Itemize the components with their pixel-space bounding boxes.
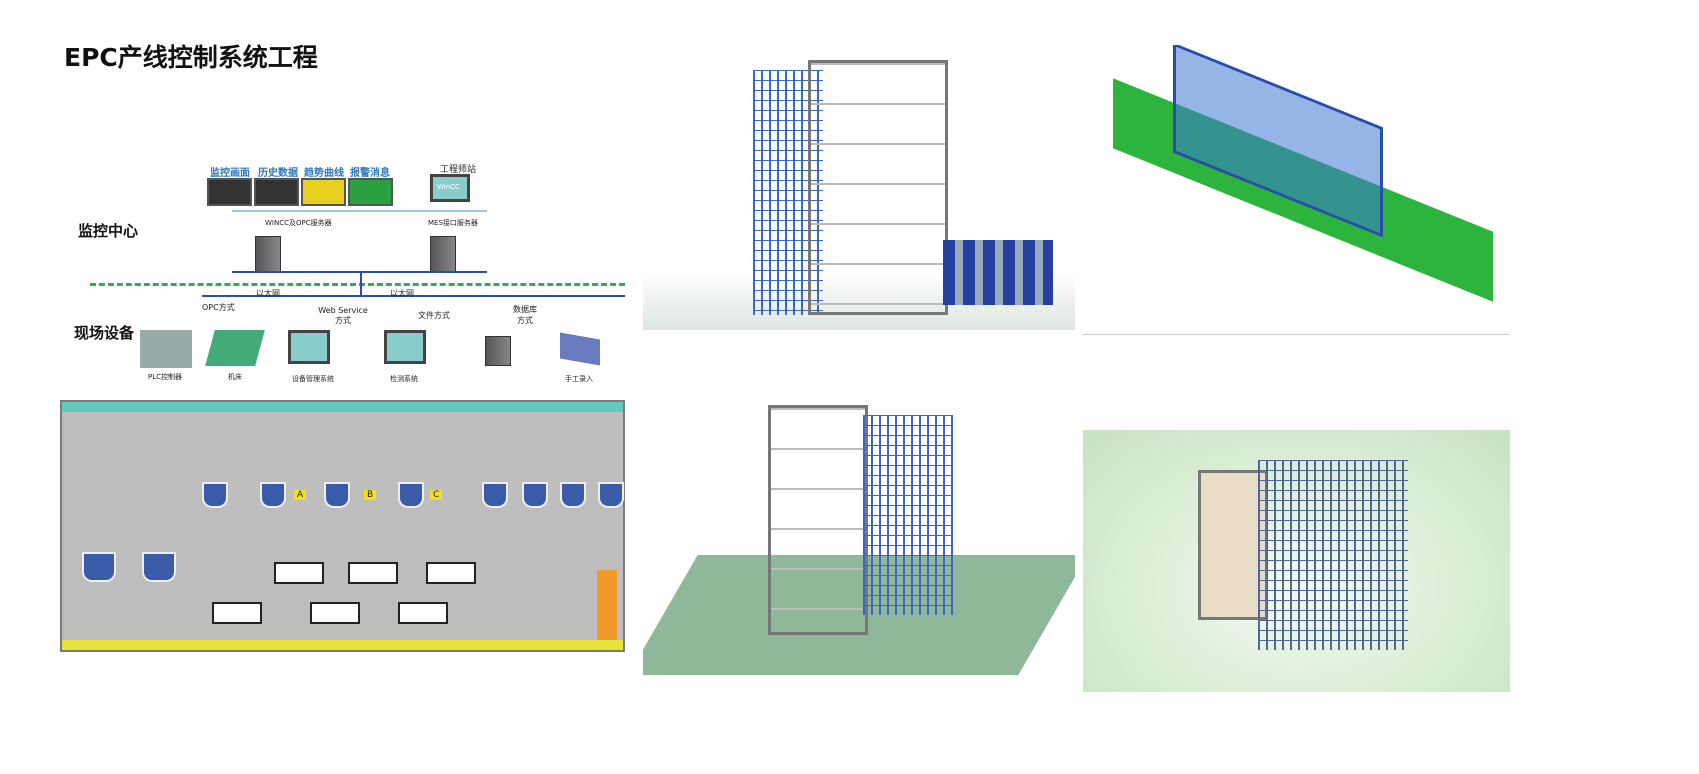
plant-render-1	[643, 40, 1075, 330]
server-label: WINCC及OPC服务器	[265, 219, 332, 227]
machine-icon	[426, 562, 476, 584]
zone-divider	[90, 283, 625, 286]
network-label: 以太网	[256, 289, 280, 298]
zone-label: 现场设备	[74, 324, 135, 342]
method-label: 文件方式	[418, 311, 450, 320]
scada-side-panel[interactable]	[597, 570, 617, 648]
plant-render-3	[643, 395, 1075, 693]
monitor-icon	[301, 178, 346, 206]
scada-header	[62, 402, 623, 412]
server-icon	[255, 236, 281, 272]
plant-render-2	[1083, 45, 1510, 335]
engineer-station-label: 工程师站	[440, 165, 477, 175]
tank-icon	[260, 482, 286, 508]
page-title: EPC产线控制系统工程	[64, 43, 318, 72]
machine-tool-icon	[205, 330, 265, 366]
plant-render-4	[1083, 430, 1510, 692]
screen-label: 监控画面	[210, 168, 250, 179]
machine-icon	[348, 562, 398, 584]
database-server-icon	[485, 336, 511, 366]
machine-icon	[398, 602, 448, 624]
machine-icon	[310, 602, 360, 624]
device-label: 手工录入	[565, 375, 593, 383]
plc-icon	[140, 330, 192, 368]
network-architecture-diagram: 监控画面 历史数据 趋势曲线 报警消息 工程师站 WinCC 监控中心 WINC…	[60, 160, 625, 392]
machine-icon	[212, 602, 262, 624]
monitor-icon	[348, 178, 393, 206]
screen-label: 趋势曲线	[304, 168, 344, 179]
tank-icon	[142, 552, 176, 582]
wincc-label: WinCC	[437, 183, 460, 191]
monitor-icon	[207, 178, 252, 206]
zone-label: 监控中心	[78, 222, 139, 240]
screen-label: 历史数据	[258, 168, 298, 179]
workstation-icon: WinCC	[430, 174, 470, 202]
tablet-icon	[560, 332, 600, 366]
tank-icon	[560, 482, 586, 508]
marker-label: A	[294, 490, 307, 500]
method-label: 数据库方式	[513, 305, 537, 325]
tank-icon	[202, 482, 228, 508]
method-label: OPC方式	[202, 303, 235, 312]
tank-icon	[598, 482, 624, 508]
device-label: PLC控制器	[148, 373, 183, 381]
tank-icon	[522, 482, 548, 508]
computer-icon	[288, 330, 330, 364]
marker-label: C	[430, 490, 443, 500]
marker-label: B	[364, 490, 377, 500]
scada-footer	[62, 640, 623, 650]
screen-label: 报警消息	[350, 168, 390, 179]
device-label: 机床	[228, 373, 242, 381]
server-label: MES接口服务器	[428, 219, 478, 227]
scada-screen: A B C	[60, 400, 625, 652]
tank-icon	[324, 482, 350, 508]
network-label: 以太网	[390, 289, 414, 298]
tank-icon	[482, 482, 508, 508]
device-label: 检测系统	[390, 375, 418, 383]
server-icon	[430, 236, 456, 272]
machine-icon	[274, 562, 324, 584]
tank-icon	[82, 552, 116, 582]
method-label: Web Service方式	[318, 306, 368, 325]
device-label: 设备管理系统	[292, 375, 334, 383]
computer-icon	[384, 330, 426, 364]
monitor-icon	[254, 178, 299, 206]
tank-icon	[398, 482, 424, 508]
